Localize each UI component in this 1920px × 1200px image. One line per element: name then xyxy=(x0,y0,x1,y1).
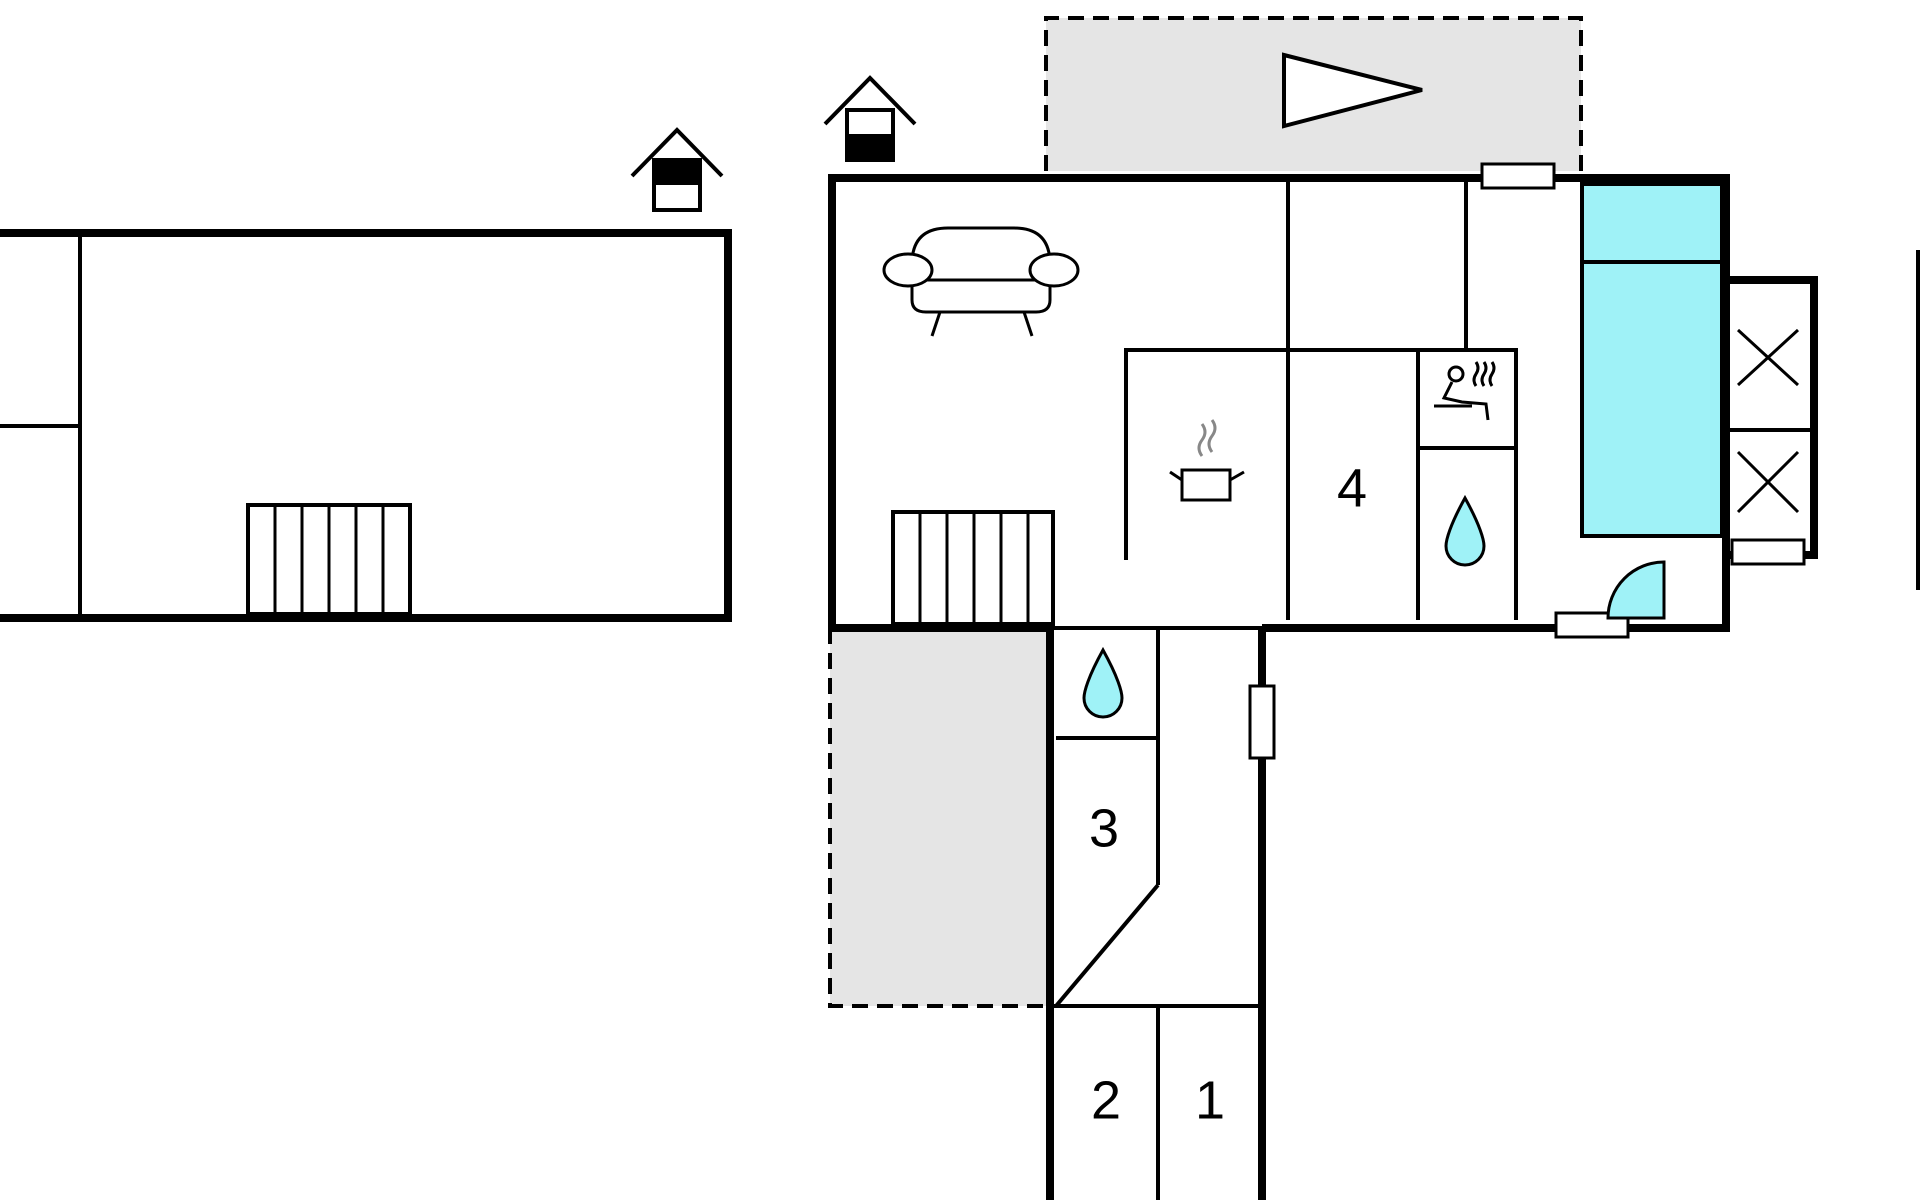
staircase-upper xyxy=(246,503,412,616)
water-drop-icon xyxy=(1444,494,1486,567)
kitchen-pot-icon xyxy=(1169,419,1245,502)
water-drop-icon xyxy=(1082,646,1124,719)
sauna-icon xyxy=(1434,361,1496,421)
room-number-3: 3 xyxy=(1089,798,1119,858)
room-number-2: 2 xyxy=(1091,1070,1121,1130)
direction-arrow-icon xyxy=(1282,52,1423,129)
staircase-ground xyxy=(891,510,1055,626)
window xyxy=(1248,162,1806,760)
room-number-4: 4 xyxy=(1337,458,1367,518)
house-icon xyxy=(630,127,724,212)
bed-cross-icon xyxy=(1736,328,1800,387)
bed-cross-icon xyxy=(1736,450,1800,514)
room-number-1: 1 xyxy=(1195,1070,1225,1130)
terrace-left xyxy=(828,628,1046,1008)
door-swing xyxy=(1606,560,1666,620)
sofa-icon xyxy=(882,226,1080,337)
house-icon xyxy=(823,75,917,162)
pool-icon xyxy=(1580,182,1724,538)
